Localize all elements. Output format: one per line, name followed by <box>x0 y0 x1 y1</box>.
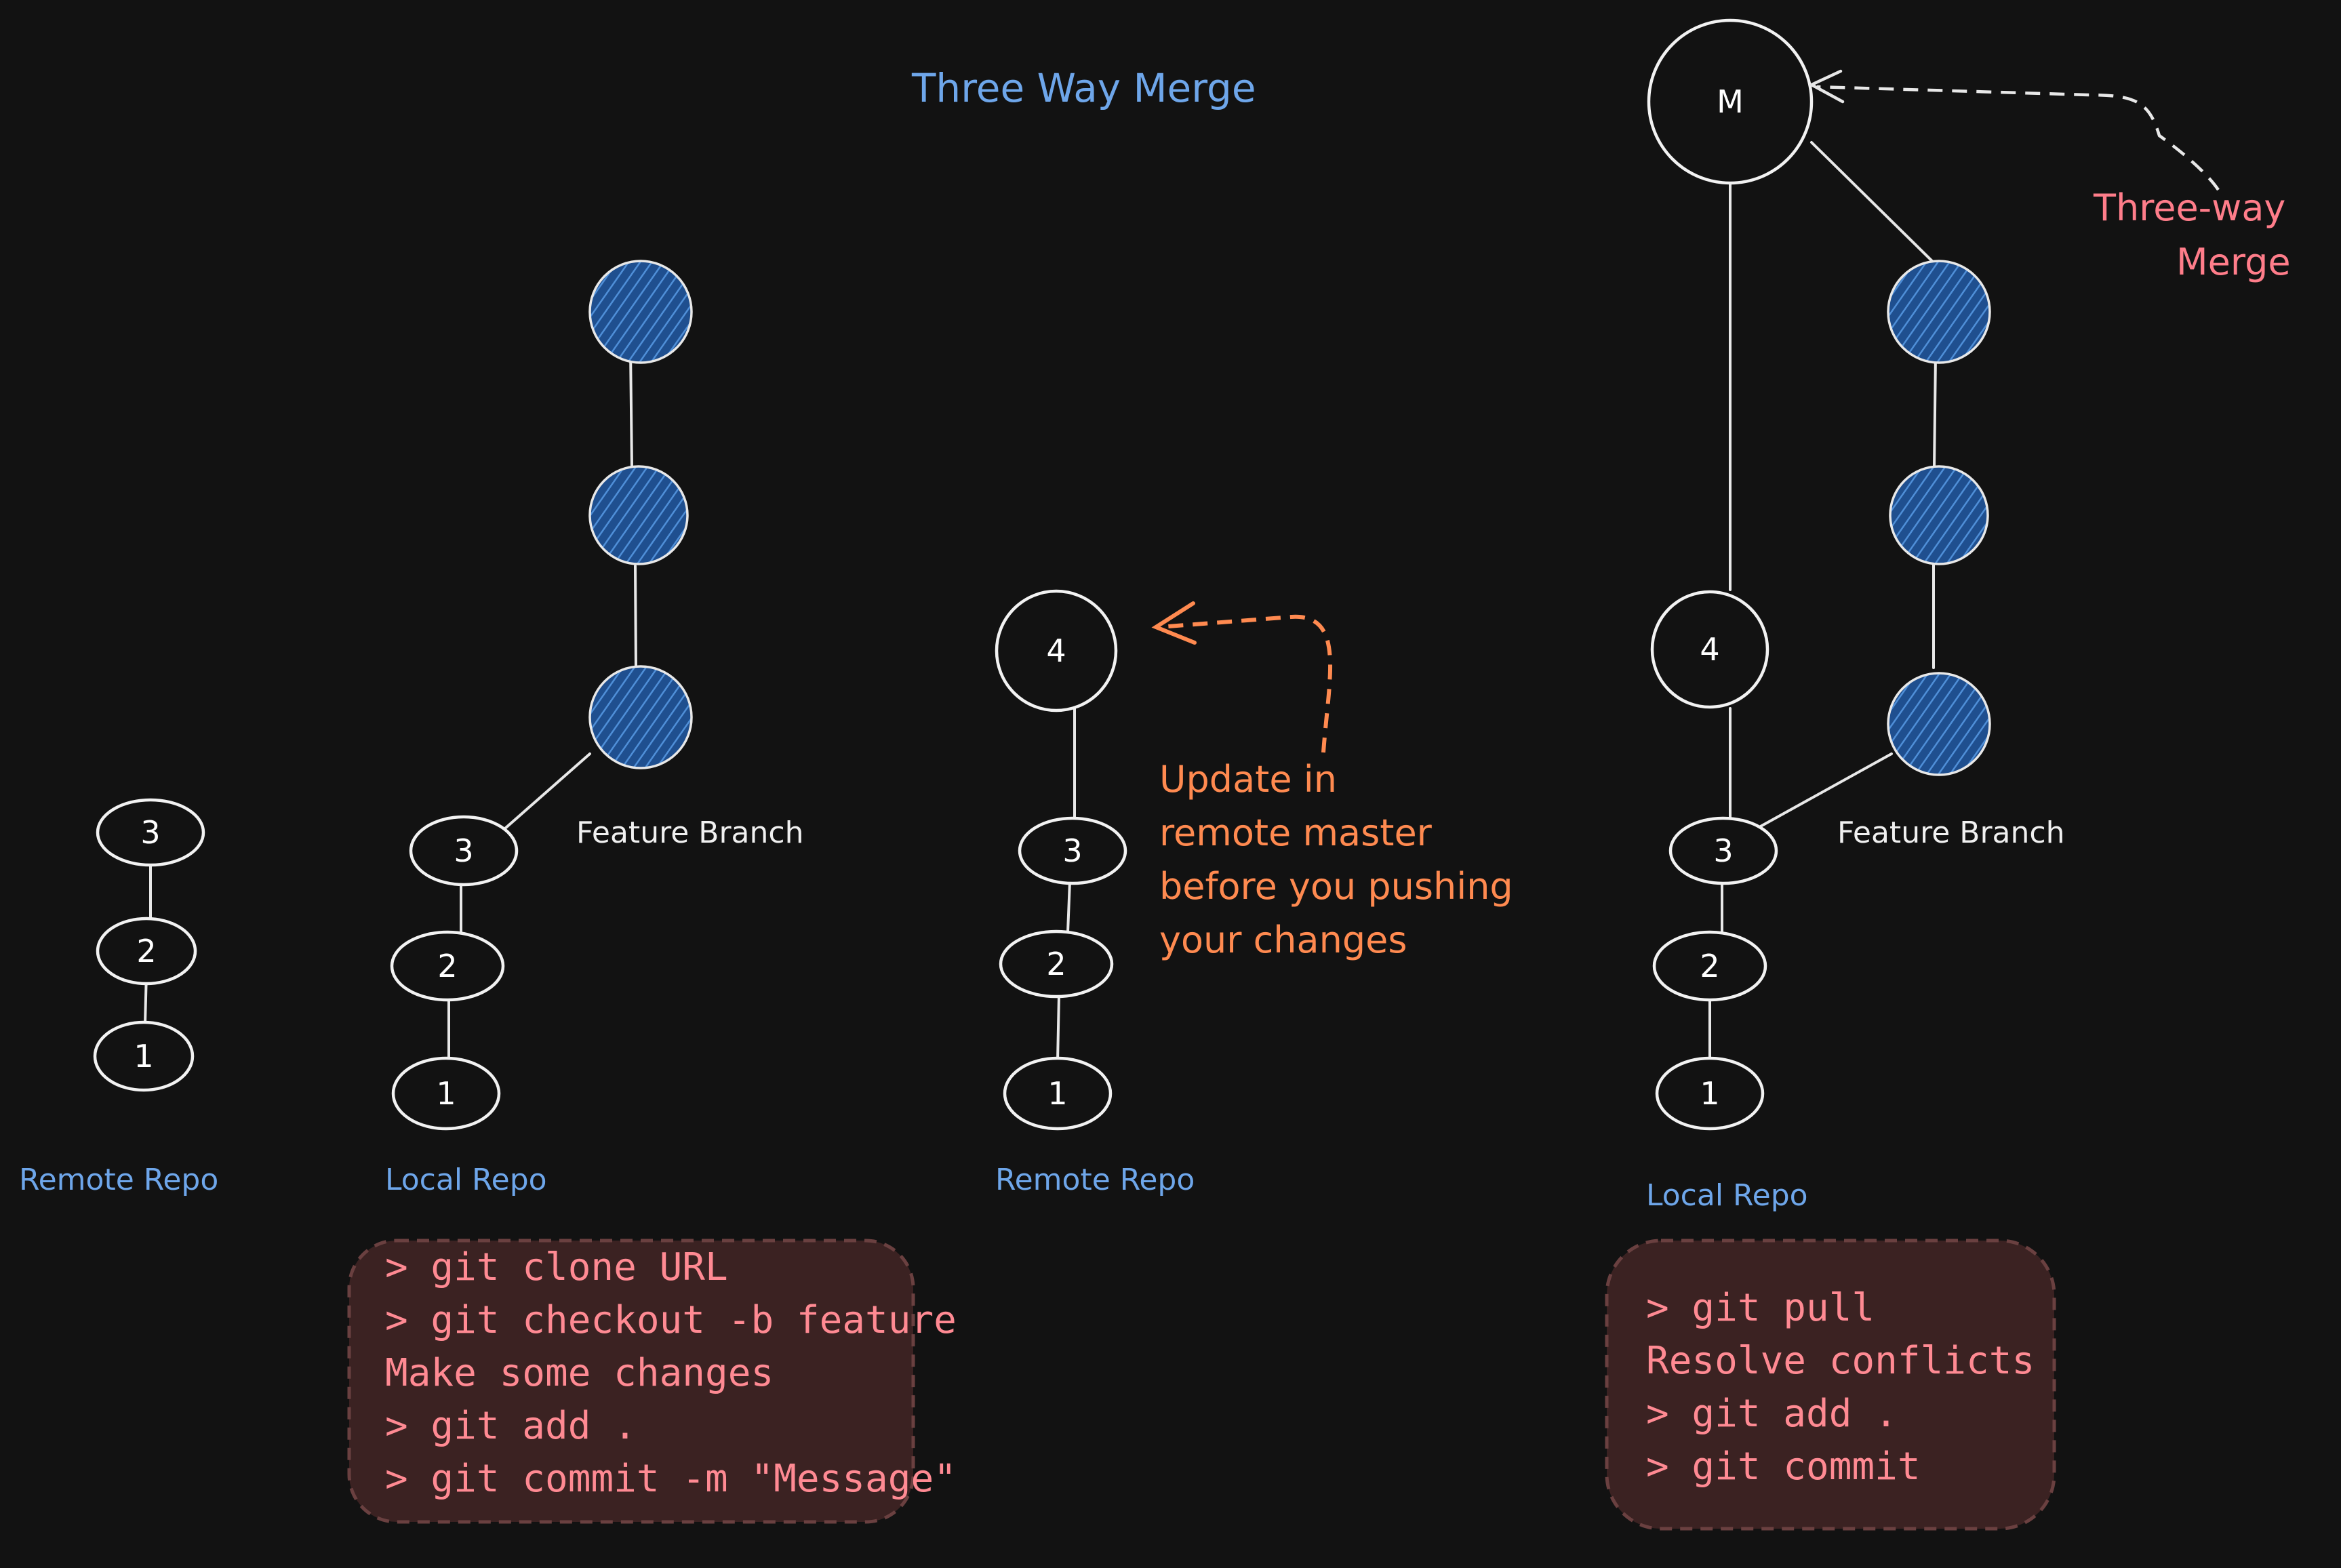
commit-label-3: 3 <box>1713 832 1733 869</box>
commit-label-4: 4 <box>1700 631 1719 668</box>
commit-label-1: 1 <box>1700 1075 1719 1112</box>
commit-label-1: 1 <box>436 1075 456 1112</box>
commit-label-2: 2 <box>1046 946 1066 982</box>
panel-remote-repo-initial: 3 2 1 Remote Repo <box>19 798 218 1197</box>
command-line: > git checkout -b feature <box>385 1298 957 1342</box>
edge-3-2 <box>1066 880 1071 933</box>
commit-label-4: 4 <box>1046 632 1066 669</box>
feature-commit-node <box>1887 672 1991 776</box>
update-note-line: Update in <box>1159 758 1337 801</box>
update-arrow <box>1159 614 1333 753</box>
edge-3-feature <box>504 752 591 830</box>
commit-node-2 <box>1652 930 1767 1002</box>
commit-node-2 <box>96 917 197 986</box>
command-line: > git pull <box>1646 1286 1875 1330</box>
commit-label-3: 3 <box>454 832 473 869</box>
commit-node-1 <box>93 1020 195 1092</box>
commit-node-1 <box>1655 1056 1765 1131</box>
command-line: Make some changes <box>385 1351 774 1395</box>
repo-label: Local Repo <box>385 1163 547 1197</box>
feature-commit-node <box>1889 465 1989 565</box>
merge-arrow <box>1816 85 2220 191</box>
commit-label-3: 3 <box>1062 832 1082 869</box>
repo-label: Remote Repo <box>19 1163 218 1197</box>
panel-local-repo-merged: M 4 3 2 1 Feature Branch Local Repo Thre… <box>1605 18 2291 1531</box>
commit-label-2: 2 <box>437 948 457 984</box>
edge-3-feature <box>1758 752 1893 828</box>
merge-commit-label: M <box>1717 83 1744 120</box>
update-arrow-head <box>1151 601 1197 645</box>
command-box <box>347 1239 915 1524</box>
commit-node-3 <box>409 815 519 887</box>
merge-note-line: Three-way <box>2093 186 2285 229</box>
feature-branch-label: Feature Branch <box>1837 816 2064 850</box>
command-line: > git add . <box>1646 1392 1898 1436</box>
command-line: > git commit -m "Message" <box>385 1457 957 1501</box>
commit-node-3 <box>1018 816 1127 885</box>
feature-commit-node <box>588 260 693 364</box>
merge-note-line: Merge <box>2176 241 2291 283</box>
feature-branch-label: Feature Branch <box>576 816 803 850</box>
edge-m-feature <box>1810 141 1940 269</box>
command-line: > git add . <box>385 1404 637 1448</box>
merge-arrow-head <box>1808 69 1845 104</box>
update-note-line: remote master <box>1159 811 1433 854</box>
commit-node-3 <box>96 798 205 867</box>
diagram-title: Three Way Merge <box>911 65 1256 111</box>
edge-feature-top-mid <box>629 348 633 469</box>
update-note-line: your changes <box>1159 919 1407 961</box>
panel-local-repo-feature: 3 2 1 Feature Branch Local Repo > git cl… <box>347 260 957 1524</box>
command-line: > git clone URL <box>385 1245 728 1289</box>
commit-node-2 <box>999 929 1114 999</box>
feature-commit-node <box>1887 260 1991 364</box>
command-line: > git commit <box>1646 1445 1921 1489</box>
commit-label-1: 1 <box>1047 1075 1067 1112</box>
panel-remote-repo-updated: 4 3 2 1 Remote Repo Update in remote mas… <box>995 589 1513 1197</box>
command-box <box>1605 1239 2056 1531</box>
commit-node-2 <box>390 930 505 1002</box>
command-line: Resolve conflicts <box>1646 1339 2035 1383</box>
feature-commit-node <box>588 465 689 565</box>
repo-label: Remote Repo <box>995 1163 1195 1197</box>
edge-feature-top-mid <box>1933 355 1937 469</box>
commit-label-1: 1 <box>134 1038 153 1074</box>
commit-node-3 <box>1668 816 1778 885</box>
commit-node-4 <box>1650 590 1769 709</box>
commit-label-2: 2 <box>136 933 156 969</box>
commit-node-1 <box>391 1056 501 1131</box>
commit-label-2: 2 <box>1700 948 1719 984</box>
edge-feature-mid-low <box>634 565 637 669</box>
edge-2-1 <box>1056 994 1060 1062</box>
update-note-line: before you pushing <box>1159 865 1513 908</box>
commit-node-4 <box>995 589 1118 712</box>
merge-commit-node <box>1647 18 1814 185</box>
commit-node-1 <box>1003 1056 1113 1131</box>
feature-commit-node <box>588 665 693 769</box>
repo-label: Local Repo <box>1646 1178 1808 1213</box>
commit-label-3: 3 <box>140 814 160 851</box>
